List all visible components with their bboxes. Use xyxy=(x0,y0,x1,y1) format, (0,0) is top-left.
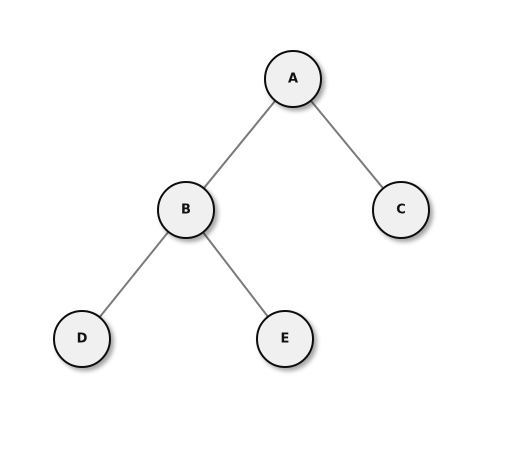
tree-node-b: B xyxy=(157,181,215,239)
edge-b-e xyxy=(202,231,269,318)
tree-node-e: E xyxy=(256,310,314,368)
edges-layer xyxy=(98,99,384,318)
node-label: B xyxy=(181,203,191,218)
node-label: D xyxy=(77,332,88,347)
node-label: A xyxy=(288,72,298,87)
node-label: E xyxy=(281,332,290,347)
node-label: C xyxy=(396,203,406,218)
tree-node-d: D xyxy=(53,310,111,368)
node-circle xyxy=(53,310,111,368)
edge-b-d xyxy=(98,231,170,318)
edge-a-c xyxy=(310,99,384,190)
nodes-layer: A B C D E xyxy=(53,50,430,368)
node-circle xyxy=(256,310,314,368)
node-circle xyxy=(157,181,215,239)
node-circle xyxy=(264,50,322,108)
edge-a-b xyxy=(202,100,277,189)
tree-node-c: C xyxy=(372,181,430,239)
node-circle xyxy=(372,181,430,239)
tree-node-a: A xyxy=(264,50,322,108)
